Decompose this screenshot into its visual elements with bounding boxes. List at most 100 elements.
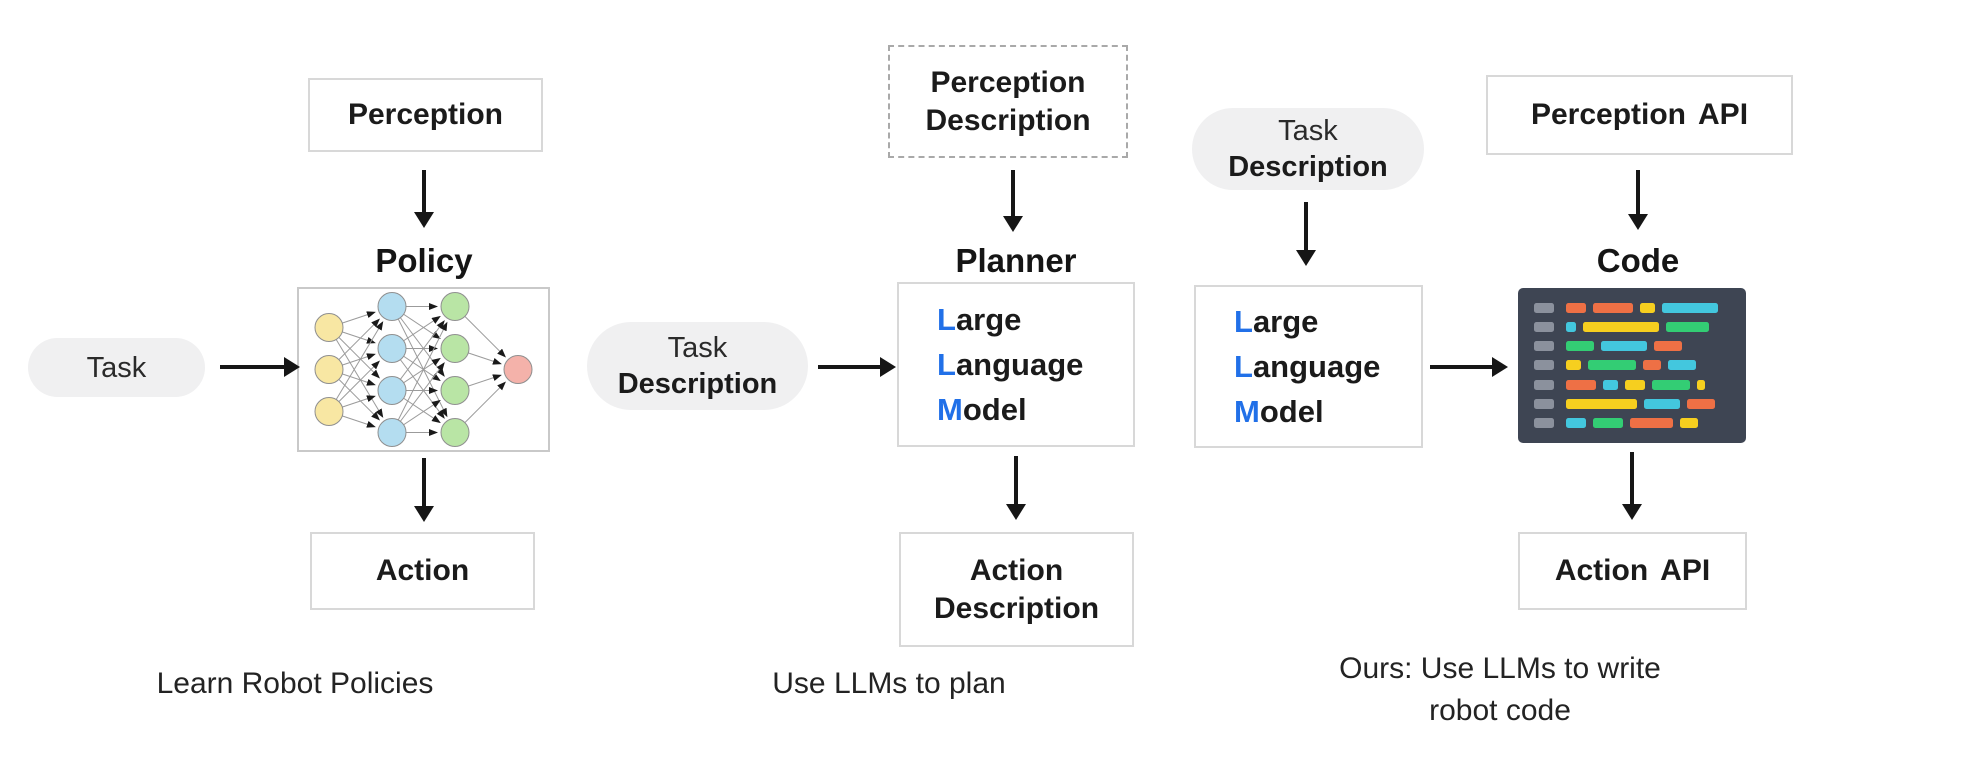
code-token-bar bbox=[1640, 303, 1655, 313]
arrow-shaft bbox=[1636, 170, 1640, 214]
perception-api-part1: Perception bbox=[1530, 98, 1687, 131]
llm-text: Large Language Model bbox=[1196, 299, 1421, 434]
arrow-head bbox=[1296, 250, 1316, 266]
arrow-head bbox=[414, 506, 434, 522]
line-number-bar bbox=[1534, 303, 1554, 313]
arrow-down-icon bbox=[1628, 170, 1648, 230]
task-description-pill: Task Description bbox=[1192, 108, 1424, 190]
llm-rest: arge bbox=[1252, 304, 1319, 339]
arrow-shaft bbox=[422, 170, 426, 212]
llm-rest: anguage bbox=[955, 347, 1084, 382]
code-line bbox=[1534, 379, 1730, 390]
network-node bbox=[377, 376, 407, 405]
code-token-bar bbox=[1583, 322, 1659, 333]
action-api-box: Action API bbox=[1518, 532, 1747, 610]
action-api-part1: Action bbox=[1554, 554, 1649, 587]
code-label: Code bbox=[1596, 242, 1680, 279]
network-node bbox=[314, 355, 344, 384]
caption-learn-robot-policies: Learn Robot Policies bbox=[156, 667, 434, 700]
llm-rest: odel bbox=[962, 392, 1027, 427]
llm-text: Large Language Model bbox=[899, 297, 1133, 432]
arrow-down-icon bbox=[414, 458, 434, 522]
code-token-bar bbox=[1566, 360, 1581, 371]
task-description-line2: Description bbox=[617, 368, 778, 400]
line-number-bar bbox=[1534, 379, 1554, 390]
arrow-right-icon bbox=[1430, 357, 1508, 377]
action-description-line1: Action bbox=[969, 553, 1064, 587]
network-node bbox=[377, 292, 407, 321]
code-token-bar bbox=[1666, 322, 1709, 333]
code-token-bar bbox=[1566, 398, 1637, 409]
network-edges bbox=[328, 303, 506, 436]
caption-ours: Ours: Use LLMs to write robot code bbox=[1300, 648, 1700, 732]
llm-rest: odel bbox=[1259, 394, 1324, 429]
arrow-head bbox=[1622, 504, 1642, 520]
network-node bbox=[440, 334, 470, 363]
code-token-bar bbox=[1566, 322, 1576, 333]
code-token-bar bbox=[1603, 379, 1618, 390]
code-token-bar bbox=[1668, 360, 1696, 371]
caption-ours-line1: Ours: Use LLMs to write bbox=[1339, 652, 1661, 685]
code-token-bar bbox=[1566, 303, 1586, 313]
code-token-bar bbox=[1566, 341, 1594, 352]
code-token-bar bbox=[1625, 379, 1645, 390]
network-node bbox=[440, 376, 470, 405]
arrow-head bbox=[1492, 357, 1508, 377]
llm-box-planner: Large Language Model bbox=[897, 282, 1135, 447]
llm-initial: L bbox=[1234, 349, 1253, 384]
arrow-head bbox=[284, 357, 300, 377]
code-line bbox=[1534, 417, 1730, 428]
network-node bbox=[440, 292, 470, 321]
perception-description-box: Perception Description bbox=[888, 45, 1128, 158]
perception-description-line2: Description bbox=[925, 103, 1091, 137]
code-token-bar bbox=[1654, 341, 1682, 352]
arrow-shaft bbox=[1430, 365, 1492, 369]
arrow-down-icon bbox=[1006, 456, 1026, 520]
code-token-bar bbox=[1662, 303, 1718, 313]
llm-initial: L bbox=[1234, 304, 1253, 339]
llm-initial: M bbox=[937, 392, 963, 427]
task-pill-label: Task bbox=[86, 351, 147, 384]
neural-network-icon bbox=[314, 292, 533, 447]
policy-network-box bbox=[297, 287, 550, 452]
action-api-label: Action API bbox=[1555, 552, 1710, 590]
arrow-shaft bbox=[1304, 202, 1308, 250]
action-label: Action bbox=[375, 554, 470, 587]
code-line bbox=[1534, 341, 1730, 352]
arrow-head bbox=[414, 212, 434, 228]
network-node bbox=[377, 418, 407, 447]
arrow-head bbox=[880, 357, 896, 377]
line-number-bar bbox=[1534, 322, 1554, 333]
code-token-bar bbox=[1687, 398, 1715, 409]
task-description-line2: Description bbox=[1228, 151, 1388, 183]
code-token-bar bbox=[1593, 303, 1633, 313]
llm-initial: L bbox=[937, 302, 956, 337]
arrow-down-icon bbox=[1622, 452, 1642, 520]
llm-line-model: Model bbox=[937, 387, 1133, 432]
action-description-line2: Description bbox=[933, 591, 1100, 625]
perception-label: Perception bbox=[347, 98, 504, 131]
arrow-head bbox=[1003, 216, 1023, 232]
caption-ours-line2: robot code bbox=[1429, 694, 1571, 727]
code-token-bar bbox=[1630, 417, 1673, 428]
perception-description-line1: Perception bbox=[930, 65, 1086, 99]
arrow-shaft bbox=[220, 365, 284, 369]
perception-api-box: Perception API bbox=[1486, 75, 1793, 155]
arrow-head bbox=[1628, 214, 1648, 230]
llm-initial: L bbox=[937, 347, 956, 382]
code-line bbox=[1534, 303, 1730, 313]
network-nodes bbox=[314, 292, 533, 447]
action-api-part2: API bbox=[1660, 554, 1711, 587]
caption-use-llms-to-plan: Use LLMs to plan bbox=[772, 667, 1006, 700]
task-description-line1: Task bbox=[667, 332, 728, 364]
network-node bbox=[314, 313, 344, 342]
llm-line-model: Model bbox=[1234, 389, 1421, 434]
code-token-bar bbox=[1601, 341, 1647, 352]
line-number-bar bbox=[1534, 417, 1554, 428]
arrow-shaft bbox=[1630, 452, 1634, 504]
code-token-bar bbox=[1697, 379, 1705, 390]
code-token-bar bbox=[1593, 417, 1623, 428]
llm-line-language: Language bbox=[1234, 344, 1421, 389]
llm-rest: anguage bbox=[1252, 349, 1381, 384]
